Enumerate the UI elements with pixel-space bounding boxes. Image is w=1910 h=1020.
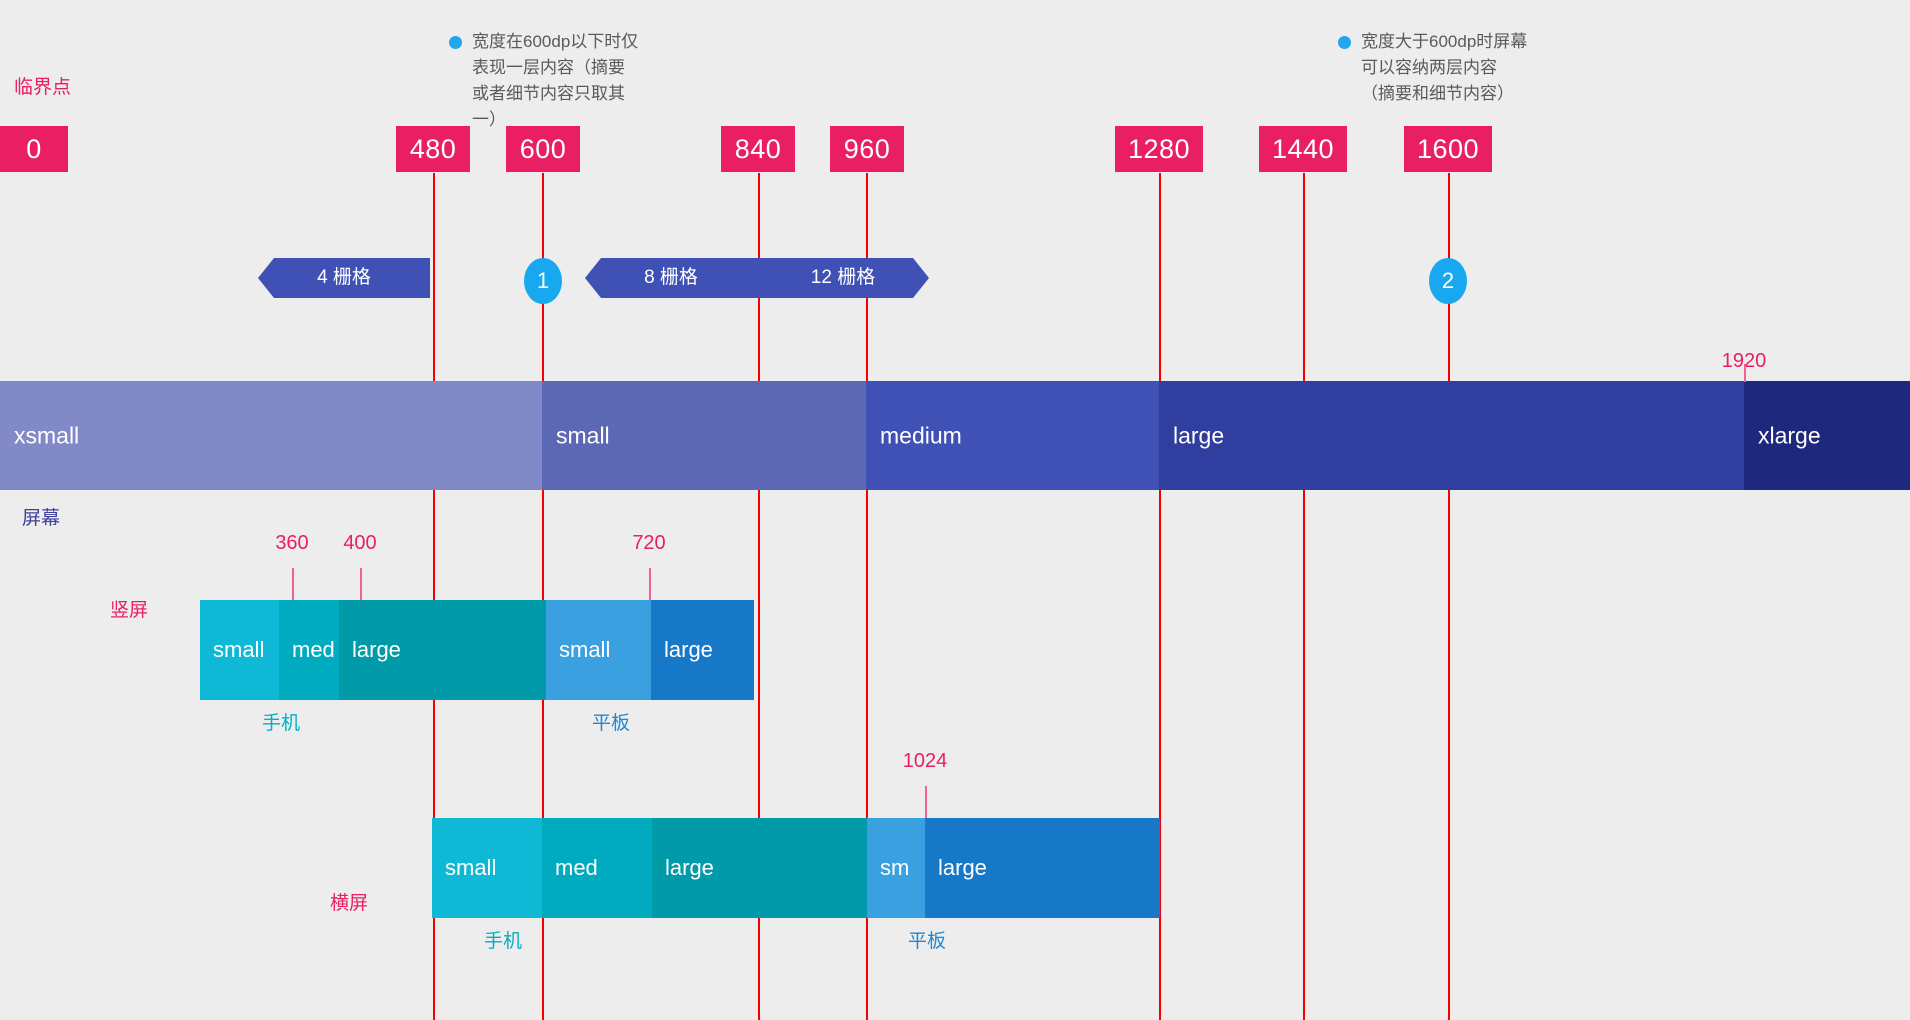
device-block-phone-2: large xyxy=(652,818,757,918)
device-block-phone-1: med xyxy=(542,818,652,918)
screen-segment-xlarge: xlarge xyxy=(1744,381,1910,490)
device-block-label: med xyxy=(555,855,598,880)
screen-segment-label: large xyxy=(1173,422,1225,448)
device-block-label: small xyxy=(445,855,497,880)
device-block-label: small xyxy=(213,637,265,662)
screen-segment-label: xlarge xyxy=(1758,422,1821,448)
device-block-label: sm xyxy=(880,855,910,880)
breakpoint-line-1440 xyxy=(1303,173,1305,1020)
device-block-phone-0: small xyxy=(200,600,279,700)
device-block-phone-3 xyxy=(411,600,571,700)
breakpoint-box-1280: 1280 xyxy=(1115,126,1203,172)
screen-segment-xsmall-cont xyxy=(433,381,542,490)
device-block-phone-0: small xyxy=(432,818,542,918)
callout-bullet-icon xyxy=(449,36,462,49)
device-block-label: large xyxy=(665,855,714,880)
device-tick-label-360: 360 xyxy=(275,532,309,554)
callout-2: 宽度大于600dp时屏幕可以容纳两层内容（摘要和细节内容） xyxy=(1338,29,1528,107)
callout-text: 宽度大于600dp时屏幕可以容纳两层内容（摘要和细节内容） xyxy=(1361,32,1528,103)
breakpoint-box-960: 960 xyxy=(830,126,904,172)
breakpoints-title: 临界点 xyxy=(14,77,72,98)
device-block-phone-1: med xyxy=(279,600,339,700)
screen-segment-label: medium xyxy=(880,422,962,448)
screen-tick-label-1920: 1920 xyxy=(1721,350,1767,372)
device-tick-label-1024: 1024 xyxy=(902,750,948,772)
grid-bar-1: 8 栅格 xyxy=(585,258,757,298)
breakpoint-line-840 xyxy=(758,173,760,1020)
device-tick-720 xyxy=(649,568,651,600)
device-caption-tablet: 平板 xyxy=(908,931,947,952)
breakpoint-line-480 xyxy=(433,173,435,1020)
screen-row-label: 屏幕 xyxy=(22,508,61,529)
grid-badge-1: 1 xyxy=(524,258,562,304)
device-block-label: large xyxy=(938,855,987,880)
grid-badge-2: 2 xyxy=(1429,258,1467,304)
device-caption-tablet: 平板 xyxy=(592,713,631,734)
device-tick-label-400: 400 xyxy=(343,532,377,554)
device-block-phone-3 xyxy=(757,818,867,918)
breakpoint-line-960 xyxy=(866,173,868,1020)
device-block-tablet-1: large xyxy=(651,600,754,700)
device-block-tablet-0: small xyxy=(546,600,651,700)
device-tick-1024 xyxy=(925,786,927,818)
grid-bar-2: 12 栅格 xyxy=(757,258,929,298)
callout-1: 宽度在600dp以下时仅表现一层内容（摘要或者细节内容只取其一） xyxy=(449,29,639,133)
landscape-row-label: 横屏 xyxy=(330,893,369,914)
screen-segment-large: large xyxy=(1159,381,1303,490)
device-block-tablet-0: sm xyxy=(867,818,925,918)
callout-text: 宽度在600dp以下时仅表现一层内容（摘要或者细节内容只取其一） xyxy=(472,32,639,129)
breakpoint-line-600 xyxy=(542,173,544,1020)
screen-segment-medium: medium xyxy=(866,381,1159,490)
device-block-label: small xyxy=(559,637,611,662)
portrait-row-label: 竖屏 xyxy=(110,600,149,621)
device-caption-phone: 手机 xyxy=(262,713,301,734)
screen-segment-label: xsmall xyxy=(14,422,80,448)
grid-bar-0: 4 栅格 xyxy=(258,258,430,298)
screen-segment-small-cont xyxy=(758,381,866,490)
callout-bullet-icon xyxy=(1338,36,1351,49)
screen-segment-large-cont xyxy=(1303,381,1744,490)
screen-tick-1920 xyxy=(1744,364,1746,382)
breakpoint-line-1280 xyxy=(1159,173,1161,1020)
device-tick-400 xyxy=(360,568,362,600)
device-block-label: med xyxy=(292,637,335,662)
device-block-label: large xyxy=(352,637,401,662)
breakpoint-box-0: 0 xyxy=(0,126,68,172)
breakpoint-box-600: 600 xyxy=(506,126,580,172)
device-tick-label-720: 720 xyxy=(632,532,666,554)
breakpoint-line-1600 xyxy=(1448,173,1450,1020)
device-caption-phone: 手机 xyxy=(484,931,523,952)
breakpoint-box-480: 480 xyxy=(396,126,470,172)
device-block-phone-2: large xyxy=(339,600,411,700)
screen-segment-label: small xyxy=(556,422,610,448)
screen-segment-xsmall: xsmall xyxy=(0,381,433,490)
breakpoint-box-1600: 1600 xyxy=(1404,126,1492,172)
device-block-label: large xyxy=(664,637,713,662)
breakpoint-box-1440: 1440 xyxy=(1259,126,1347,172)
breakpoint-box-840: 840 xyxy=(721,126,795,172)
device-tick-360 xyxy=(292,568,294,600)
screen-segment-small: small xyxy=(542,381,758,490)
device-block-tablet-1: large xyxy=(925,818,1160,918)
